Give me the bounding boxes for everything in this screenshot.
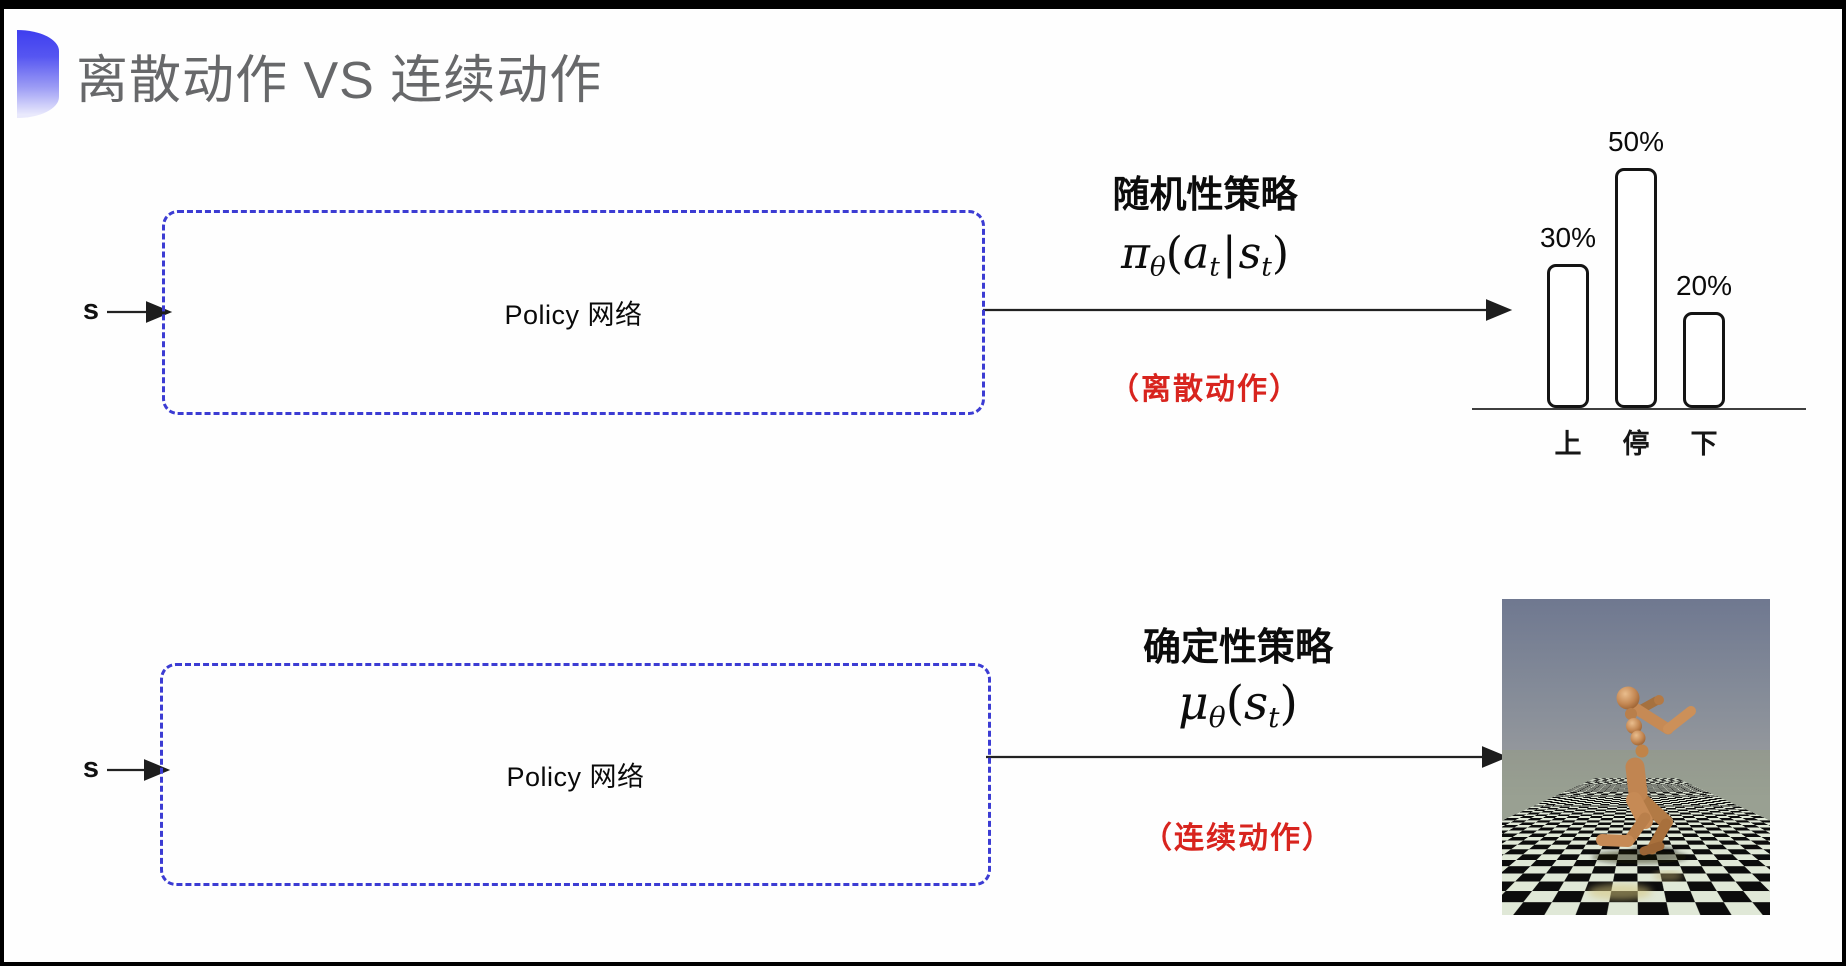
bar-chart: 30% 上 50% 停 20% 下 <box>1472 88 1808 460</box>
formula-symbol: μ <box>1178 676 1209 731</box>
formula-symbol: π <box>1120 228 1150 279</box>
chart-baseline <box>1472 408 1806 410</box>
formula-arg: s <box>1238 228 1262 279</box>
formula-subscript: θ <box>1208 700 1226 734</box>
bar-value-label: 30% <box>1539 222 1597 253</box>
formula-paren: ) <box>1279 676 1298 731</box>
state-input-label-top: s <box>82 294 100 326</box>
formula-arg: a <box>1182 228 1210 279</box>
formula-subscript: t <box>1209 251 1220 283</box>
formula-pipe: | <box>1221 228 1237 279</box>
stochastic-policy-formula: πθ(at|st) <box>1005 228 1405 283</box>
formula-paren: ) <box>1271 228 1290 279</box>
humanoid-figure <box>1588 686 1696 900</box>
deterministic-policy-formula: μθ(st) <box>1038 676 1438 731</box>
stochastic-policy-title: 随机性策略 <box>1112 174 1298 215</box>
title-decoration-icon <box>17 30 59 118</box>
slide-title: 离散动作 VS 连续动作 <box>76 52 603 110</box>
formula-subscript: t <box>1261 251 1272 283</box>
bar-value-label: 50% <box>1607 126 1665 157</box>
humanoid-simulation-image <box>1502 599 1770 915</box>
state-input-label-bottom: s <box>82 752 100 784</box>
discrete-action-note: （离散动作） <box>1109 373 1301 406</box>
deterministic-policy-title: 确定性策略 <box>1142 627 1333 669</box>
bar <box>1547 264 1589 408</box>
bar-value-label: 20% <box>1675 270 1733 301</box>
policy-box-label-top: Policy 网络 <box>504 300 643 330</box>
continuous-action-note: （连续动作） <box>1142 822 1334 855</box>
bar-category-label: 下 <box>1690 429 1718 459</box>
formula-subscript: t <box>1268 700 1280 734</box>
formula-paren: ( <box>1165 228 1183 279</box>
formula-paren: ( <box>1225 676 1245 731</box>
policy-network-box-top: Policy 网络 <box>162 210 985 415</box>
bar-category-label: 停 <box>1622 429 1650 459</box>
policy-box-label-bottom: Policy 网络 <box>506 762 645 792</box>
bar-category-label: 上 <box>1554 429 1582 459</box>
bar <box>1615 168 1657 408</box>
bar <box>1683 312 1725 408</box>
formula-subscript: θ <box>1149 251 1166 283</box>
policy-network-box-bottom: Policy 网络 <box>160 663 991 886</box>
formula-arg: s <box>1244 676 1269 731</box>
